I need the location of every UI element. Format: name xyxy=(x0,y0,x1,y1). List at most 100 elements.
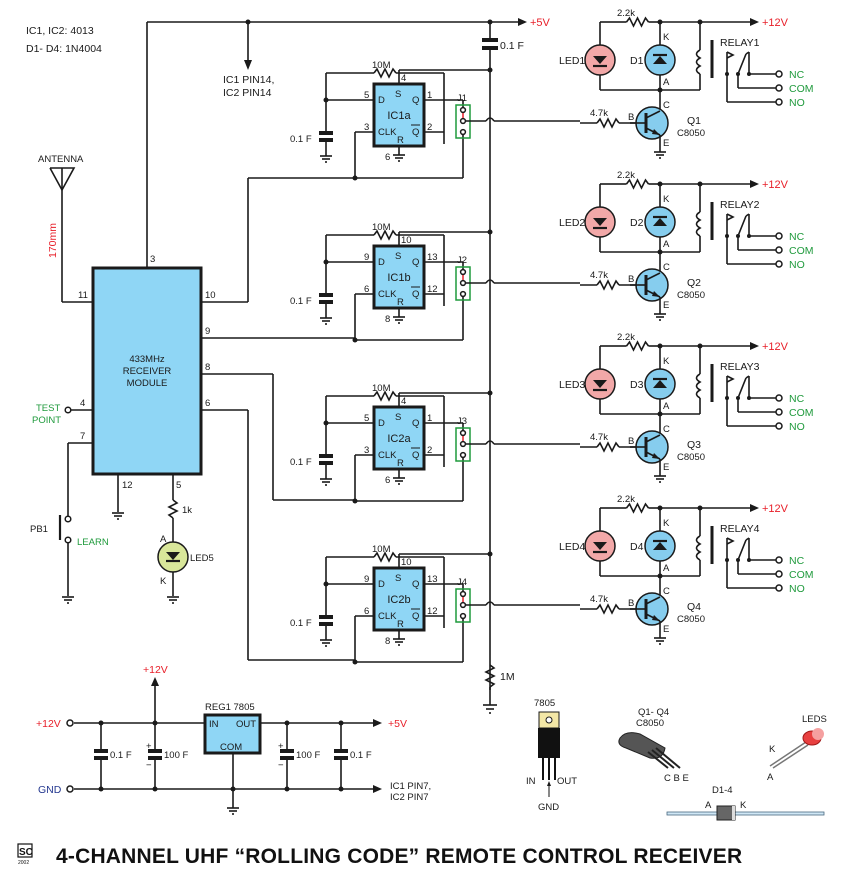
learn-pushbutton[interactable] xyxy=(52,512,58,540)
terminal-nc-label: NC xyxy=(789,231,805,243)
base-resistor-label: 4.7k xyxy=(590,270,608,281)
antenna-length-label: 170mm xyxy=(47,223,59,258)
diode-a-label: A xyxy=(663,239,670,250)
led-resistor-label: 2.2k xyxy=(617,8,635,19)
diode-a-label: A xyxy=(663,77,670,88)
psu-gnd-label: GND xyxy=(38,784,62,796)
relay-terminal-com[interactable] xyxy=(775,570,783,578)
receiver-pin-8: 8 xyxy=(205,362,210,373)
pin-qbar-number: 2 xyxy=(427,122,432,133)
relay-terminal-nc[interactable] xyxy=(775,394,783,402)
relay-terminal-no[interactable] xyxy=(775,98,783,106)
transistor-package-icon xyxy=(618,732,681,769)
pin-q-label: Q xyxy=(412,579,419,590)
pinout-7805-title: 7805 xyxy=(534,698,555,709)
pin-s-number: 10 xyxy=(401,235,412,246)
pin-r-label: R xyxy=(397,458,404,469)
regulator-7805 xyxy=(203,713,262,755)
flipflop-chip xyxy=(372,244,426,310)
diode-k-label: K xyxy=(663,356,670,367)
feedback-resistor-label: 10M xyxy=(372,60,391,71)
pulldown-resistor-label: 1M xyxy=(500,671,515,683)
diode-a-label: A xyxy=(663,401,670,412)
plus5v-rail xyxy=(147,18,527,70)
plus12v-input-terminal[interactable] xyxy=(66,719,74,727)
diode-label: D4 xyxy=(630,541,644,553)
pin-d-label: D xyxy=(378,95,385,106)
plus5v-label: +5V xyxy=(530,17,551,29)
receiver-pin-5: 5 xyxy=(176,480,181,491)
jumper-label: J2 xyxy=(457,255,467,266)
pin-qbar-label: Q xyxy=(412,611,419,622)
pinout-transistor-pins: C B E xyxy=(664,773,689,784)
flipflop-chip xyxy=(372,566,426,632)
relay-terminal-com[interactable] xyxy=(775,246,783,254)
plus12v-label: +12V xyxy=(762,341,789,353)
base-label: B xyxy=(628,112,634,123)
relay-label: RELAY2 xyxy=(720,199,760,211)
relay-terminal-com[interactable] xyxy=(775,84,783,92)
collector-label: C xyxy=(663,586,670,597)
pin-r-number: 8 xyxy=(385,314,390,325)
relay-terminal-no[interactable] xyxy=(775,584,783,592)
psu-cap4-label: 0.1 F xyxy=(350,750,372,761)
transistor-type-label: C8050 xyxy=(677,128,705,139)
flipflop-name: IC1b xyxy=(387,272,410,284)
pin-qbar-number: 12 xyxy=(427,606,438,617)
led5-anode-label: A xyxy=(160,534,167,545)
pin-clk-number: 3 xyxy=(364,445,369,456)
gnd-input-terminal[interactable] xyxy=(66,785,74,793)
receiver-pin-7: 7 xyxy=(80,431,85,442)
receiver-pin-9: 9 xyxy=(205,326,210,337)
pin-clk-label: CLK xyxy=(378,611,397,622)
base-label: B xyxy=(628,274,634,285)
pin-q-number: 1 xyxy=(427,90,432,101)
base-resistor-label: 4.7k xyxy=(590,594,608,605)
terminal-com-label: COM xyxy=(789,245,814,257)
pin-r-label: R xyxy=(397,135,404,146)
relay-terminal-nc[interactable] xyxy=(775,70,783,78)
pin-s-number: 10 xyxy=(401,557,412,568)
relay-label: RELAY1 xyxy=(720,37,760,49)
transistor-label: Q1 xyxy=(687,115,701,127)
antenna-icon xyxy=(49,167,92,303)
receiver-pin-3: 3 xyxy=(150,254,155,265)
receiver-pin-11: 11 xyxy=(78,290,88,301)
svg-text:SC: SC xyxy=(19,847,33,858)
pin-q-number: 13 xyxy=(427,574,438,585)
plus12v-label: +12V xyxy=(762,503,789,515)
relay-terminal-nc[interactable] xyxy=(775,556,783,564)
pin-clk-number: 3 xyxy=(364,122,369,133)
pin-s-label: S xyxy=(395,412,401,423)
relay-terminal-no[interactable] xyxy=(775,260,783,268)
emitter-label: E xyxy=(663,624,669,635)
relay-terminal-no[interactable] xyxy=(775,422,783,430)
led-label: LED1 xyxy=(559,55,585,67)
timing-cap-label: 0.1 F xyxy=(290,457,312,468)
terminal-no-label: NO xyxy=(789,583,805,595)
led-label: LED2 xyxy=(559,217,585,229)
relay-terminal-com[interactable] xyxy=(775,408,783,416)
psu-cap2-minus: − xyxy=(146,760,152,771)
led-resistor-label: 2.2k xyxy=(617,332,635,343)
pin-r-number: 6 xyxy=(385,475,390,486)
diode-k-label: K xyxy=(663,32,670,43)
pin-clk-label: CLK xyxy=(378,450,397,461)
led5-cathode-label: K xyxy=(160,576,167,587)
pin-r-number: 6 xyxy=(385,152,390,163)
pin-clk-number: 6 xyxy=(364,606,369,617)
terminal-no-label: NO xyxy=(789,259,805,271)
timing-cap-label: 0.1 F xyxy=(290,296,312,307)
base-resistor-label: 4.7k xyxy=(590,432,608,443)
led5-label: LED5 xyxy=(190,553,214,564)
pin-clk-label: CLK xyxy=(378,127,397,138)
base-resistor-label: 4.7k xyxy=(590,108,608,119)
collector-label: C xyxy=(663,100,670,111)
relay-terminal-nc[interactable] xyxy=(775,232,783,240)
receiver-pin-6: 6 xyxy=(205,398,210,409)
psu-wiring xyxy=(74,677,382,815)
pin-q-number: 13 xyxy=(427,252,438,263)
